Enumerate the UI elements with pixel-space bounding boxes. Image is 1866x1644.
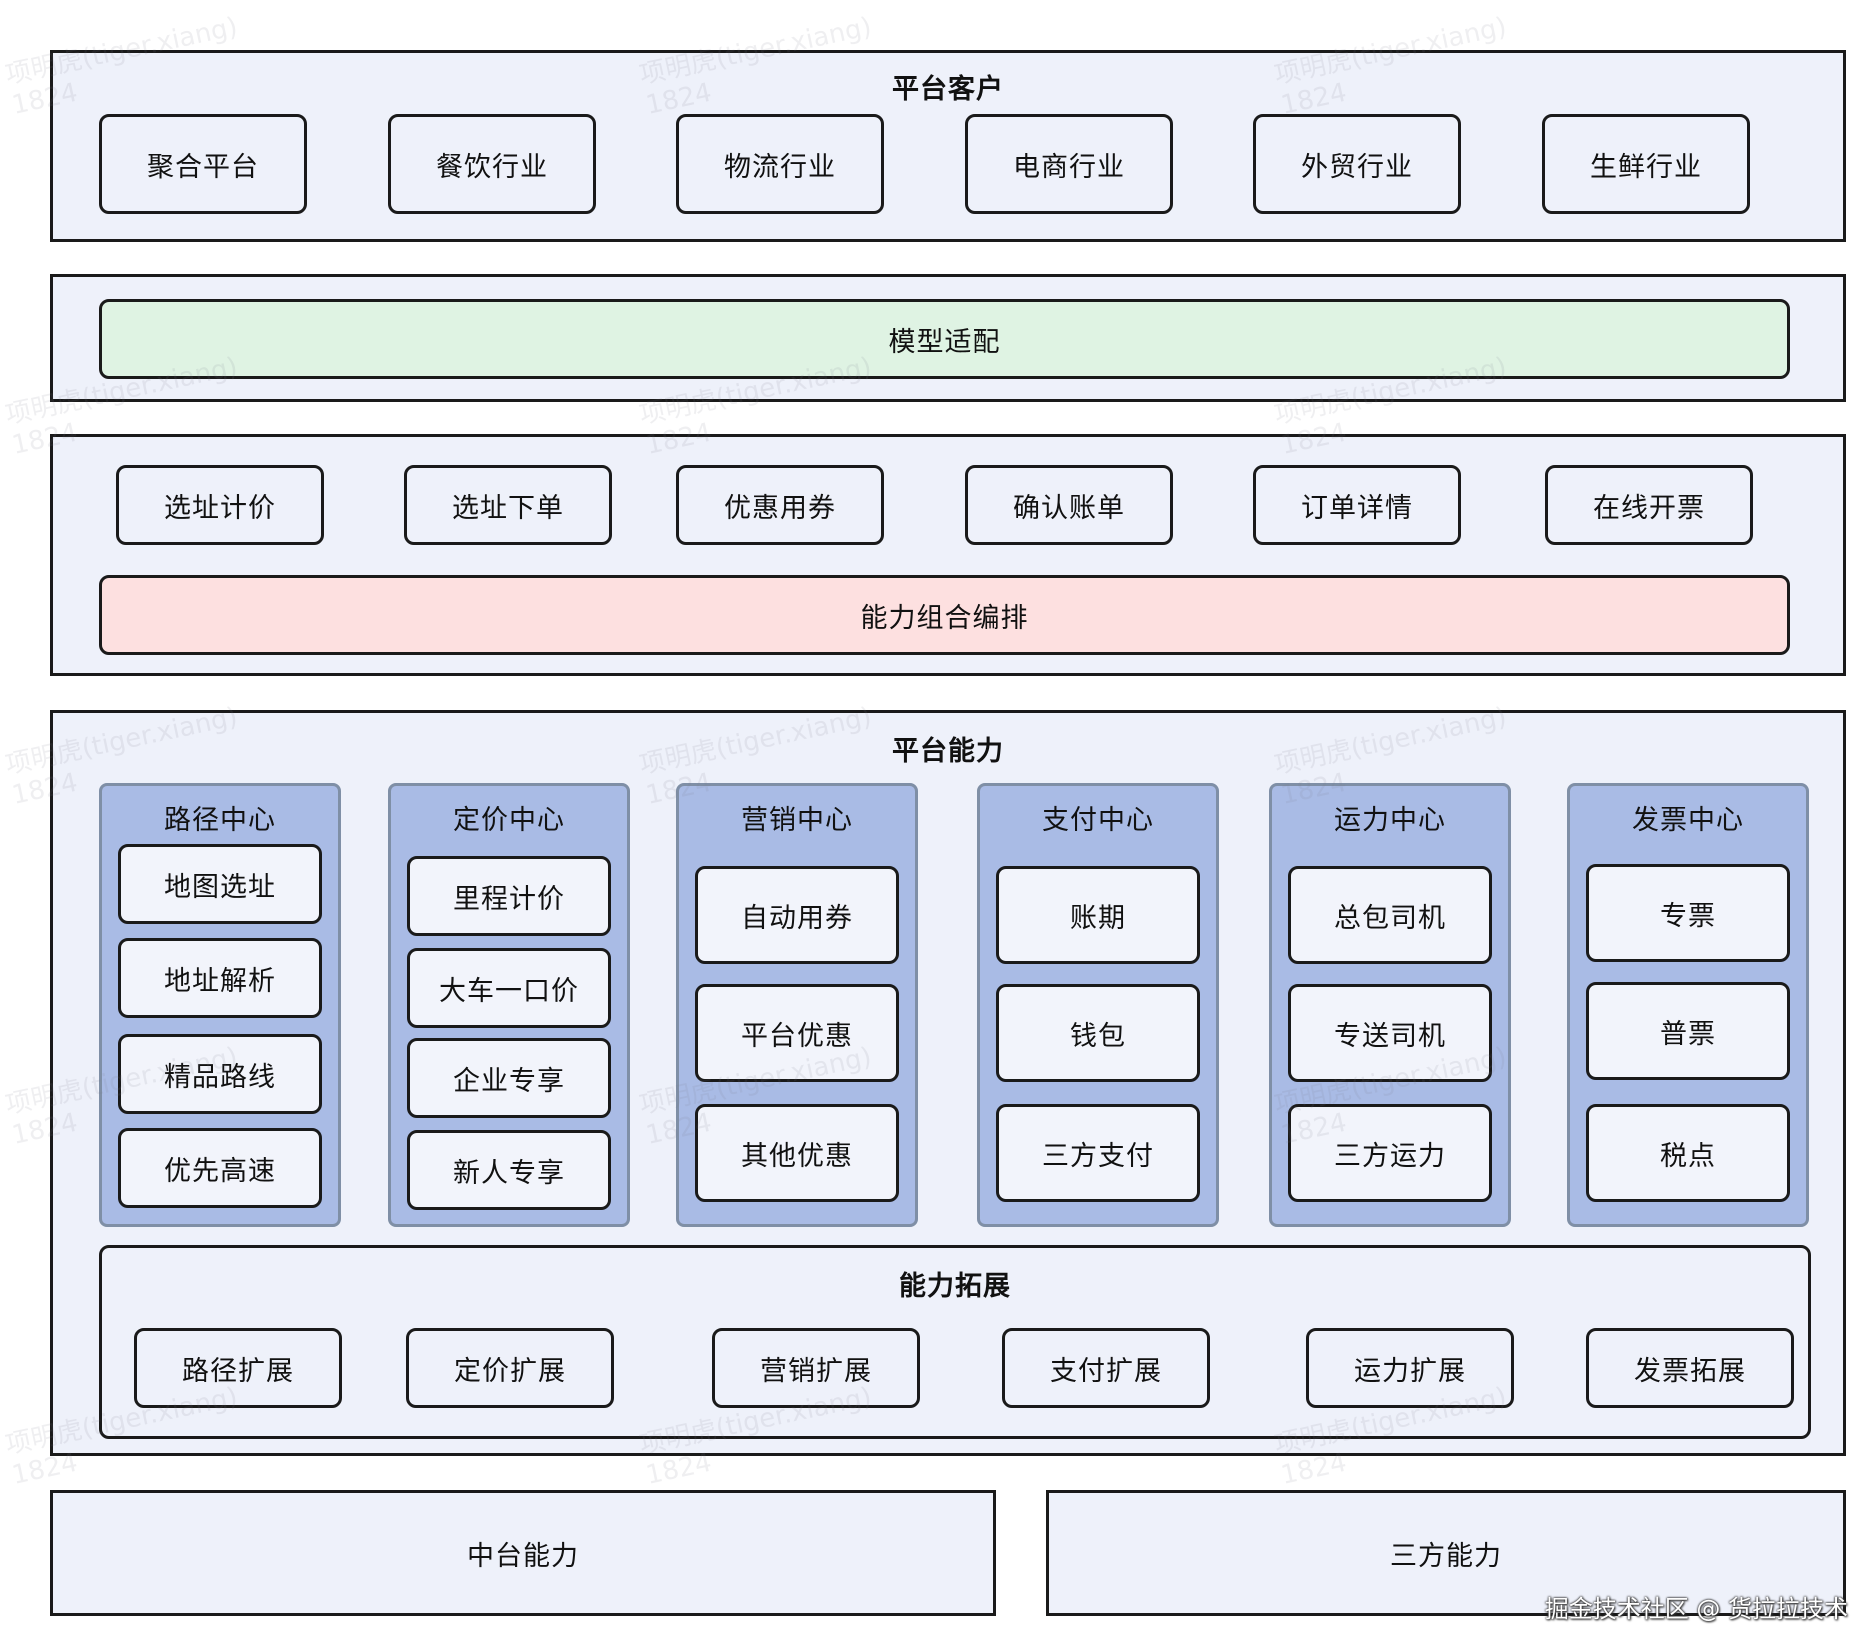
route-highway-first: 优先高速: [118, 1128, 322, 1208]
extension-marketing: 营销扩展: [712, 1328, 920, 1408]
center-route-title: 路径中心: [164, 805, 276, 836]
model-adapter-bar: 模型适配: [99, 299, 1790, 379]
orchestration-layer: 选址计价 选址下单 优惠用券 确认账单 订单详情 在线开票 能力组合编排: [50, 434, 1846, 676]
platform-layer: 平台能力 路径中心 地图选址 地址解析 精品路线 优先高速 定价中心 里程计价 …: [50, 710, 1846, 1456]
pricing-new-user: 新人专享: [407, 1130, 611, 1210]
extension-invoice: 发票拓展: [1586, 1328, 1794, 1408]
center-pricing: 定价中心 里程计价 大车一口价 企业专享 新人专享: [388, 783, 630, 1227]
capability-online-invoice: 在线开票: [1545, 465, 1753, 545]
extension-title: 能力拓展: [899, 1271, 1011, 1302]
capability-order-detail: 订单详情: [1253, 465, 1461, 545]
center-capacity-title: 运力中心: [1334, 805, 1446, 836]
customer-foreign-trade: 外贸行业: [1253, 114, 1461, 214]
platform-title: 平台能力: [892, 736, 1004, 767]
capacity-dedicated-driver: 专送司机: [1288, 984, 1492, 1082]
center-capacity: 运力中心 总包司机 专送司机 三方运力: [1269, 783, 1511, 1227]
center-invoice: 发票中心 专票 普票 税点: [1567, 783, 1809, 1227]
center-payment: 支付中心 账期 钱包 三方支付: [977, 783, 1219, 1227]
marketing-platform-discount: 平台优惠: [695, 984, 899, 1082]
center-route: 路径中心 地图选址 地址解析 精品路线 优先高速: [99, 783, 341, 1227]
center-pricing-title: 定价中心: [453, 805, 565, 836]
capability-confirm-bill: 确认账单: [965, 465, 1173, 545]
third-party-layer: 三方能力: [1046, 1490, 1846, 1616]
pricing-mileage: 里程计价: [407, 856, 611, 936]
customer-logistics: 物流行业: [676, 114, 884, 214]
extension-payment: 支付扩展: [1002, 1328, 1210, 1408]
payment-wallet: 钱包: [996, 984, 1200, 1082]
invoice-general: 普票: [1586, 982, 1790, 1080]
capacity-third-party: 三方运力: [1288, 1104, 1492, 1202]
extension-capacity: 运力扩展: [1306, 1328, 1514, 1408]
invoice-special: 专票: [1586, 864, 1790, 962]
middle-platform-layer: 中台能力: [50, 1490, 996, 1616]
marketing-other-discount: 其他优惠: [695, 1104, 899, 1202]
middle-platform-label: 中台能力: [467, 1540, 579, 1572]
payment-credit-period: 账期: [996, 866, 1200, 964]
payment-third-party: 三方支付: [996, 1104, 1200, 1202]
center-invoice-title: 发票中心: [1632, 805, 1744, 836]
route-address-parse: 地址解析: [118, 938, 322, 1018]
extension-panel: 能力拓展 路径扩展 定价扩展 营销扩展 支付扩展 运力扩展 发票拓展: [99, 1245, 1811, 1439]
third-party-label: 三方能力: [1390, 1540, 1502, 1572]
customer-ecommerce: 电商行业: [965, 114, 1173, 214]
extension-route: 路径扩展: [134, 1328, 342, 1408]
customers-layer: 平台客户 聚合平台 餐饮行业 物流行业 电商行业 外贸行业 生鲜行业: [50, 50, 1846, 242]
orchestration-bar: 能力组合编排: [99, 575, 1790, 655]
customer-fresh-food: 生鲜行业: [1542, 114, 1750, 214]
center-marketing: 营销中心 自动用券 平台优惠 其他优惠: [676, 783, 918, 1227]
extension-pricing: 定价扩展: [406, 1328, 614, 1408]
capacity-contract-driver: 总包司机: [1288, 866, 1492, 964]
marketing-auto-coupon: 自动用券: [695, 866, 899, 964]
model-layer: 模型适配: [50, 274, 1846, 402]
capability-address-pricing: 选址计价: [116, 465, 324, 545]
route-premium: 精品路线: [118, 1034, 322, 1114]
pricing-big-truck-fixed: 大车一口价: [407, 948, 611, 1028]
center-payment-title: 支付中心: [1042, 805, 1154, 836]
customer-catering: 餐饮行业: [388, 114, 596, 214]
center-marketing-title: 营销中心: [741, 805, 853, 836]
invoice-tax-point: 税点: [1586, 1104, 1790, 1202]
source-footer: 掘金技术社区 @ 货拉拉技术: [1544, 1595, 1848, 1623]
customer-aggregation: 聚合平台: [99, 114, 307, 214]
capability-coupon: 优惠用券: [676, 465, 884, 545]
route-map-select: 地图选址: [118, 844, 322, 924]
capability-address-order: 选址下单: [404, 465, 612, 545]
pricing-enterprise: 企业专享: [407, 1038, 611, 1118]
customers-title: 平台客户: [892, 74, 1004, 105]
